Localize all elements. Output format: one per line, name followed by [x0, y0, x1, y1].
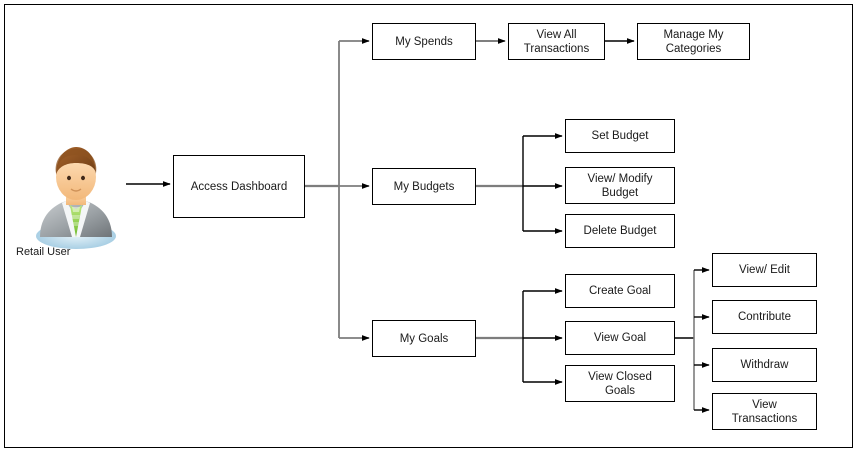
- node-access-dashboard[interactable]: Access Dashboard: [173, 155, 305, 218]
- node-view-modify-budget[interactable]: View/ Modify Budget: [565, 167, 675, 204]
- node-view-modify-budget-label: View/ Modify Budget: [587, 172, 653, 199]
- node-access-dashboard-label: Access Dashboard: [190, 180, 288, 193]
- node-contribute-label: Contribute: [737, 311, 792, 323]
- retail-user-avatar: [28, 133, 124, 253]
- node-delete-budget[interactable]: Delete Budget: [565, 214, 675, 248]
- node-withdraw-label: Withdraw: [740, 359, 789, 371]
- node-set-budget-label: Set Budget: [591, 130, 649, 142]
- node-my-budgets-label: My Budgets: [393, 180, 455, 193]
- node-view-edit-label: View/ Edit: [739, 264, 790, 276]
- node-view-edit[interactable]: View/ Edit: [712, 253, 817, 287]
- edge-dashboard-trunk: [305, 38, 370, 341]
- node-view-transactions[interactable]: View Transactions: [712, 393, 817, 430]
- node-set-budget[interactable]: Set Budget: [565, 119, 675, 153]
- node-create-goal[interactable]: Create Goal: [565, 274, 675, 308]
- node-view-goal-label: View Goal: [593, 332, 647, 344]
- retail-user-caption: Retail User: [16, 246, 71, 258]
- node-contribute[interactable]: Contribute: [712, 300, 817, 334]
- node-view-all-transactions-label: View All Transactions: [523, 28, 590, 55]
- node-my-spends[interactable]: My Spends: [372, 23, 476, 60]
- node-my-goals-label: My Goals: [399, 332, 449, 345]
- node-create-goal-label: Create Goal: [588, 285, 651, 297]
- node-my-spends-label: My Spends: [395, 35, 453, 48]
- node-delete-budget-label: Delete Budget: [583, 225, 657, 237]
- node-view-all-transactions[interactable]: View All Transactions: [508, 23, 605, 60]
- node-manage-my-categories[interactable]: Manage My Categories: [637, 23, 750, 60]
- user-icon: [36, 147, 116, 249]
- edge-budgets-fan: [476, 133, 563, 234]
- node-manage-my-categories-label: Manage My Categories: [663, 28, 724, 55]
- edge-goals-fan: [476, 288, 563, 385]
- edge-viewgoal-fan: [675, 267, 710, 413]
- node-view-goal[interactable]: View Goal: [565, 321, 675, 355]
- node-view-closed-goals-label: View Closed Goals: [588, 370, 652, 397]
- node-view-closed-goals[interactable]: View Closed Goals: [565, 365, 675, 402]
- node-withdraw[interactable]: Withdraw: [712, 348, 817, 382]
- node-my-goals[interactable]: My Goals: [372, 320, 476, 357]
- node-my-budgets[interactable]: My Budgets: [372, 168, 476, 205]
- node-view-transactions-label: View Transactions: [731, 398, 798, 425]
